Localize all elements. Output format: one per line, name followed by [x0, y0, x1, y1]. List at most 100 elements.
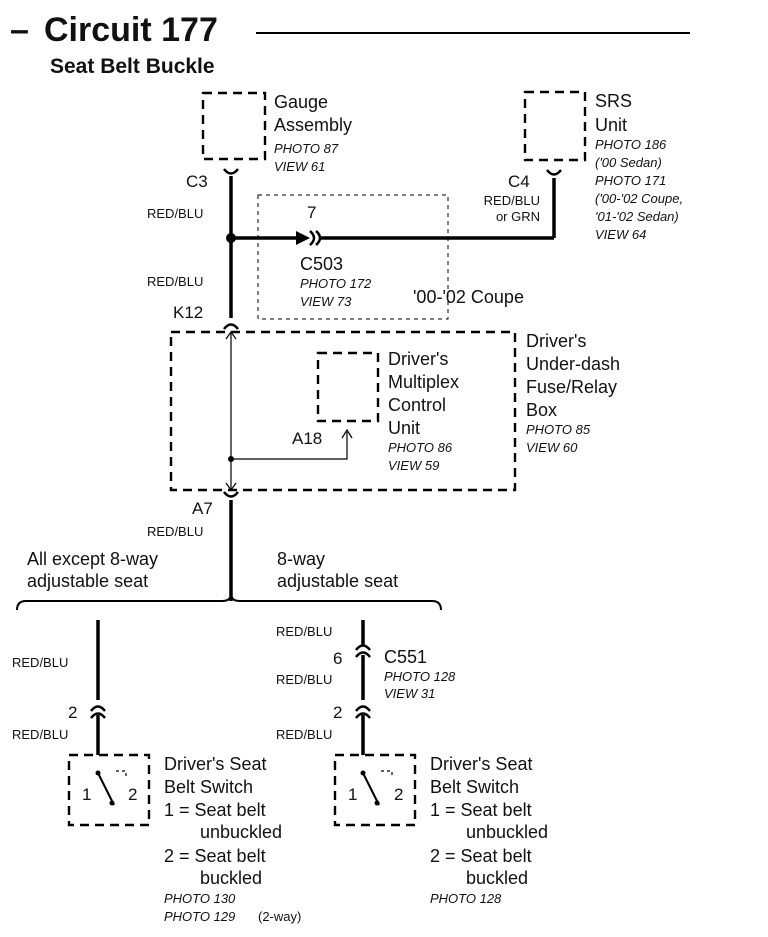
branch-right-2: adjustable seat [277, 571, 398, 591]
a7-wire-color: RED/BLU [147, 524, 203, 539]
srs-wire-color-2: or GRN [496, 209, 540, 224]
c551-photo: PHOTO 128 [384, 669, 456, 684]
srs-name-2: Unit [595, 115, 627, 135]
fusebox-name-4: Box [526, 400, 557, 420]
right-switch-term-2: 2 [394, 785, 403, 804]
mcu-name-1: Driver's [388, 349, 448, 369]
right-wire-bottom: RED/BLU [276, 727, 332, 742]
c503-pin: 7 [307, 203, 316, 222]
left-switch-term-2: 2 [128, 785, 137, 804]
c551-pin: 6 [333, 649, 342, 668]
connector-c551: C551 [384, 647, 427, 667]
right-switch-term-1: 1 [348, 785, 357, 804]
srs-wire-color-1: RED/BLU [484, 193, 540, 208]
fusebox-view: VIEW 60 [526, 440, 578, 455]
srs-name-1: SRS [595, 91, 632, 111]
page-subtitle: Seat Belt Buckle [50, 55, 215, 78]
gauge-name-2: Assembly [274, 115, 352, 135]
fusebox-photo: PHOTO 85 [526, 422, 591, 437]
c4-connector-symbol [546, 169, 562, 176]
fuse-relay-box [169, 330, 517, 492]
option-bracket [16, 593, 442, 611]
gauge-wire-color: RED/BLU [147, 206, 203, 221]
a7-connector-symbol [223, 491, 239, 498]
srs-ref-5: '01-'02 Sedan) [595, 209, 679, 224]
left-wire-top: RED/BLU [12, 655, 68, 670]
gauge-view: VIEW 61 [274, 159, 325, 174]
c503-arrow [296, 231, 310, 245]
srs-ref-4: ('00-'02 Coupe, [595, 191, 683, 206]
c551-connector-symbol [355, 644, 371, 658]
left-switch-state1-1: 1 = Seat belt [164, 800, 266, 820]
left-switch-term-1: 1 [82, 785, 91, 804]
wire-to-a18 [231, 432, 348, 460]
left-connector-symbol [90, 705, 106, 719]
right-connector-symbol [355, 705, 371, 719]
connector-c4: C4 [508, 172, 530, 191]
c503-connector-symbol [309, 230, 322, 246]
c3-connector-symbol [223, 168, 239, 175]
right-connector-pin: 2 [333, 703, 342, 722]
left-switch-state2-2: buckled [200, 868, 262, 888]
a7-pin-arrow [225, 482, 237, 492]
mcu-box [316, 351, 380, 423]
right-switch-name-2: Belt Switch [430, 777, 519, 797]
c503-view: VIEW 73 [300, 294, 352, 309]
right-wire-mid: RED/BLU [276, 672, 332, 687]
c551-view: VIEW 31 [384, 686, 435, 701]
right-switch-state2-1: 2 = Seat belt [430, 846, 532, 866]
mcu-name-2: Multiplex [388, 372, 459, 392]
left-switch-name-2: Belt Switch [164, 777, 253, 797]
fusebox-name-2: Under-dash [526, 354, 620, 374]
srs-ref-2: ('00 Sedan) [595, 155, 662, 170]
branch-left-1: All except 8-way [27, 549, 158, 569]
coupe-only-region [257, 194, 449, 320]
connector-c3: C3 [186, 172, 208, 191]
left-switch-alt-contact [116, 770, 127, 778]
left-switch-name-1: Driver's Seat [164, 754, 266, 774]
right-switch-photo: PHOTO 128 [430, 891, 502, 906]
left-wire-bottom: RED/BLU [12, 727, 68, 742]
k12-pin-arrow [225, 330, 237, 340]
left-switch-photo-2-note: (2-way) [258, 909, 301, 924]
right-switch-state2-2: buckled [466, 868, 528, 888]
left-switch-state1-2: unbuckled [200, 822, 282, 842]
connector-a18: A18 [292, 429, 322, 448]
connector-k12: K12 [173, 303, 203, 322]
right-switch-state1-1: 1 = Seat belt [430, 800, 532, 820]
srs-ref-6: VIEW 64 [595, 227, 646, 242]
left-switch-photo-2: PHOTO 129 [164, 909, 235, 924]
right-switch-blade [362, 772, 380, 806]
fusebox-name-1: Driver's [526, 331, 586, 351]
right-wire-top: RED/BLU [276, 624, 332, 639]
k12-connector-symbol [223, 323, 239, 330]
right-switch-name-1: Driver's Seat [430, 754, 532, 774]
branch-left-2: adjustable seat [27, 571, 148, 591]
title-dash: – [10, 11, 29, 49]
srs-ref-3: PHOTO 171 [595, 173, 666, 188]
srs-ref-1: PHOTO 186 [595, 137, 667, 152]
left-connector-pin: 2 [68, 703, 77, 722]
mcu-name-3: Control [388, 395, 446, 415]
mcu-view: VIEW 59 [388, 458, 439, 473]
left-switch-state2-1: 2 = Seat belt [164, 846, 266, 866]
right-switch-alt-contact [381, 770, 393, 778]
gauge-assembly-box [201, 91, 267, 161]
gauge-photo: PHOTO 87 [274, 141, 339, 156]
connector-c503: C503 [300, 254, 343, 274]
mcu-name-4: Unit [388, 418, 420, 438]
srs-unit-box [523, 90, 587, 162]
a18-arrow [341, 428, 353, 439]
gauge-name-1: Gauge [274, 92, 328, 112]
branch-right-1: 8-way [277, 549, 325, 569]
left-switch-photo-1: PHOTO 130 [164, 891, 236, 906]
coupe-note: '00-'02 Coupe [413, 287, 524, 307]
page-title: Circuit 177 [44, 11, 218, 49]
mcu-photo: PHOTO 86 [388, 440, 453, 455]
fusebox-name-3: Fuse/Relay [526, 377, 617, 397]
connector-a7: A7 [192, 499, 213, 518]
left-switch-blade [97, 772, 115, 806]
c503-photo: PHOTO 172 [300, 276, 372, 291]
